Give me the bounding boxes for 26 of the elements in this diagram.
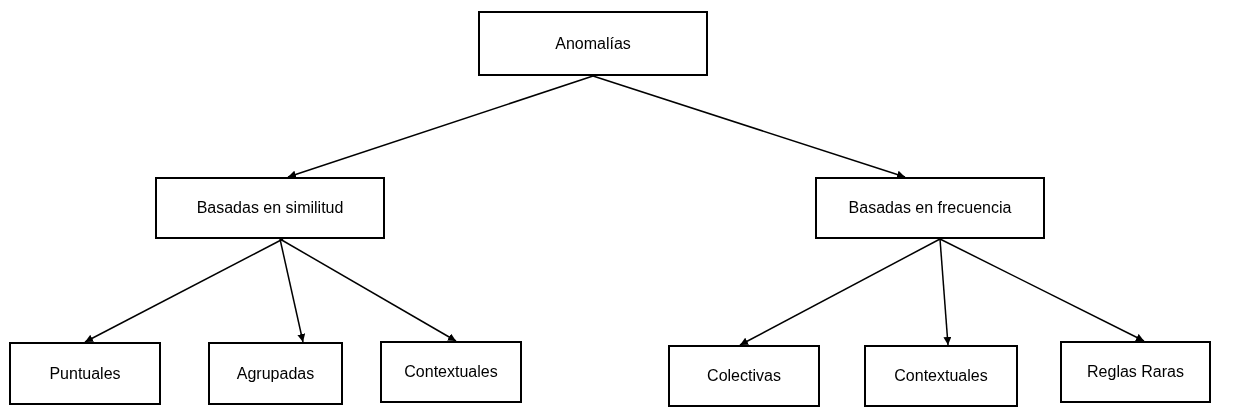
- arrow: [279, 238, 306, 343]
- arrow: [939, 238, 1145, 342]
- category-box: [9, 342, 161, 405]
- box-label: Puntuales: [49, 363, 121, 384]
- box-label: Colectivas: [707, 366, 781, 386]
- arrow: [592, 75, 906, 179]
- category-box: [155, 177, 385, 239]
- arrow: [739, 238, 941, 346]
- arrow: [287, 75, 594, 179]
- category-box: [380, 341, 522, 403]
- category-box: [1060, 341, 1211, 403]
- box-label: Anomalías: [555, 33, 631, 54]
- category-box: [478, 11, 708, 76]
- category-box: [208, 342, 343, 405]
- arrow: [84, 238, 284, 343]
- box-label: Contextuales: [894, 366, 988, 386]
- box-label: Contextuales: [404, 362, 498, 382]
- box-label: Reglas Raras: [1087, 362, 1184, 382]
- box-label: Agrupadas: [236, 363, 315, 384]
- arrow: [939, 238, 952, 346]
- box-label: Basadas en similitud: [196, 198, 344, 218]
- box-label: Basadas en frecuencia: [848, 198, 1012, 218]
- category-box: [864, 345, 1018, 407]
- category-box: [668, 345, 820, 407]
- category-box: [815, 177, 1045, 239]
- arrow: [279, 238, 457, 342]
